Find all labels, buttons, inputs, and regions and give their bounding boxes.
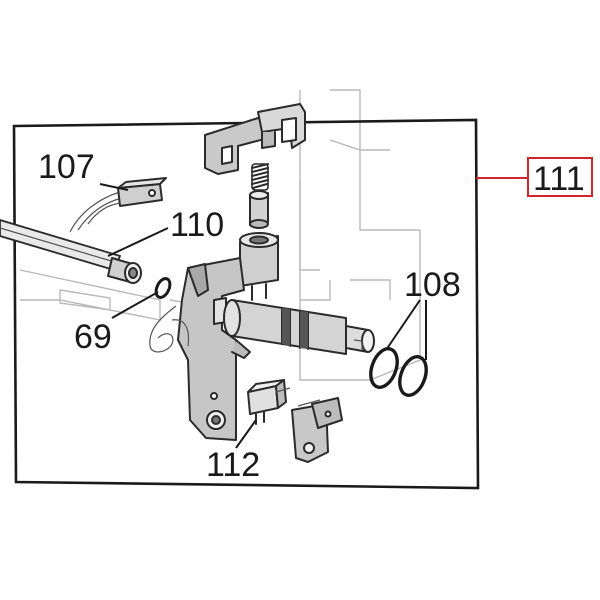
- callout-69: 69: [74, 318, 112, 356]
- rod: [0, 219, 142, 284]
- callout-110: 110: [170, 206, 224, 244]
- leader-108-a: [385, 299, 421, 351]
- callout-111-highlight-box: [527, 157, 593, 197]
- lever-bracket: [149, 257, 251, 441]
- switch-bracket: [291, 397, 343, 463]
- micro-switch: [247, 379, 291, 425]
- o-rings: [369, 347, 428, 397]
- callout-108: 108: [404, 266, 461, 304]
- main-shaft: [223, 299, 375, 355]
- sensor-with-wire: [69, 177, 167, 233]
- leader-110: [107, 227, 169, 257]
- leader-112: [235, 419, 257, 449]
- plunger-pin: [249, 190, 269, 229]
- callout-107: 107: [38, 148, 95, 186]
- spring: [251, 163, 269, 191]
- small-o-ring: [154, 277, 172, 299]
- leader-69: [111, 291, 159, 319]
- top-bracket: [204, 103, 306, 175]
- leader-107: [99, 183, 129, 191]
- callout-112: 112: [206, 446, 260, 484]
- callout-111: 111: [533, 160, 585, 198]
- vertical-sleeve: [239, 232, 279, 301]
- assembly-frame: [12, 118, 480, 490]
